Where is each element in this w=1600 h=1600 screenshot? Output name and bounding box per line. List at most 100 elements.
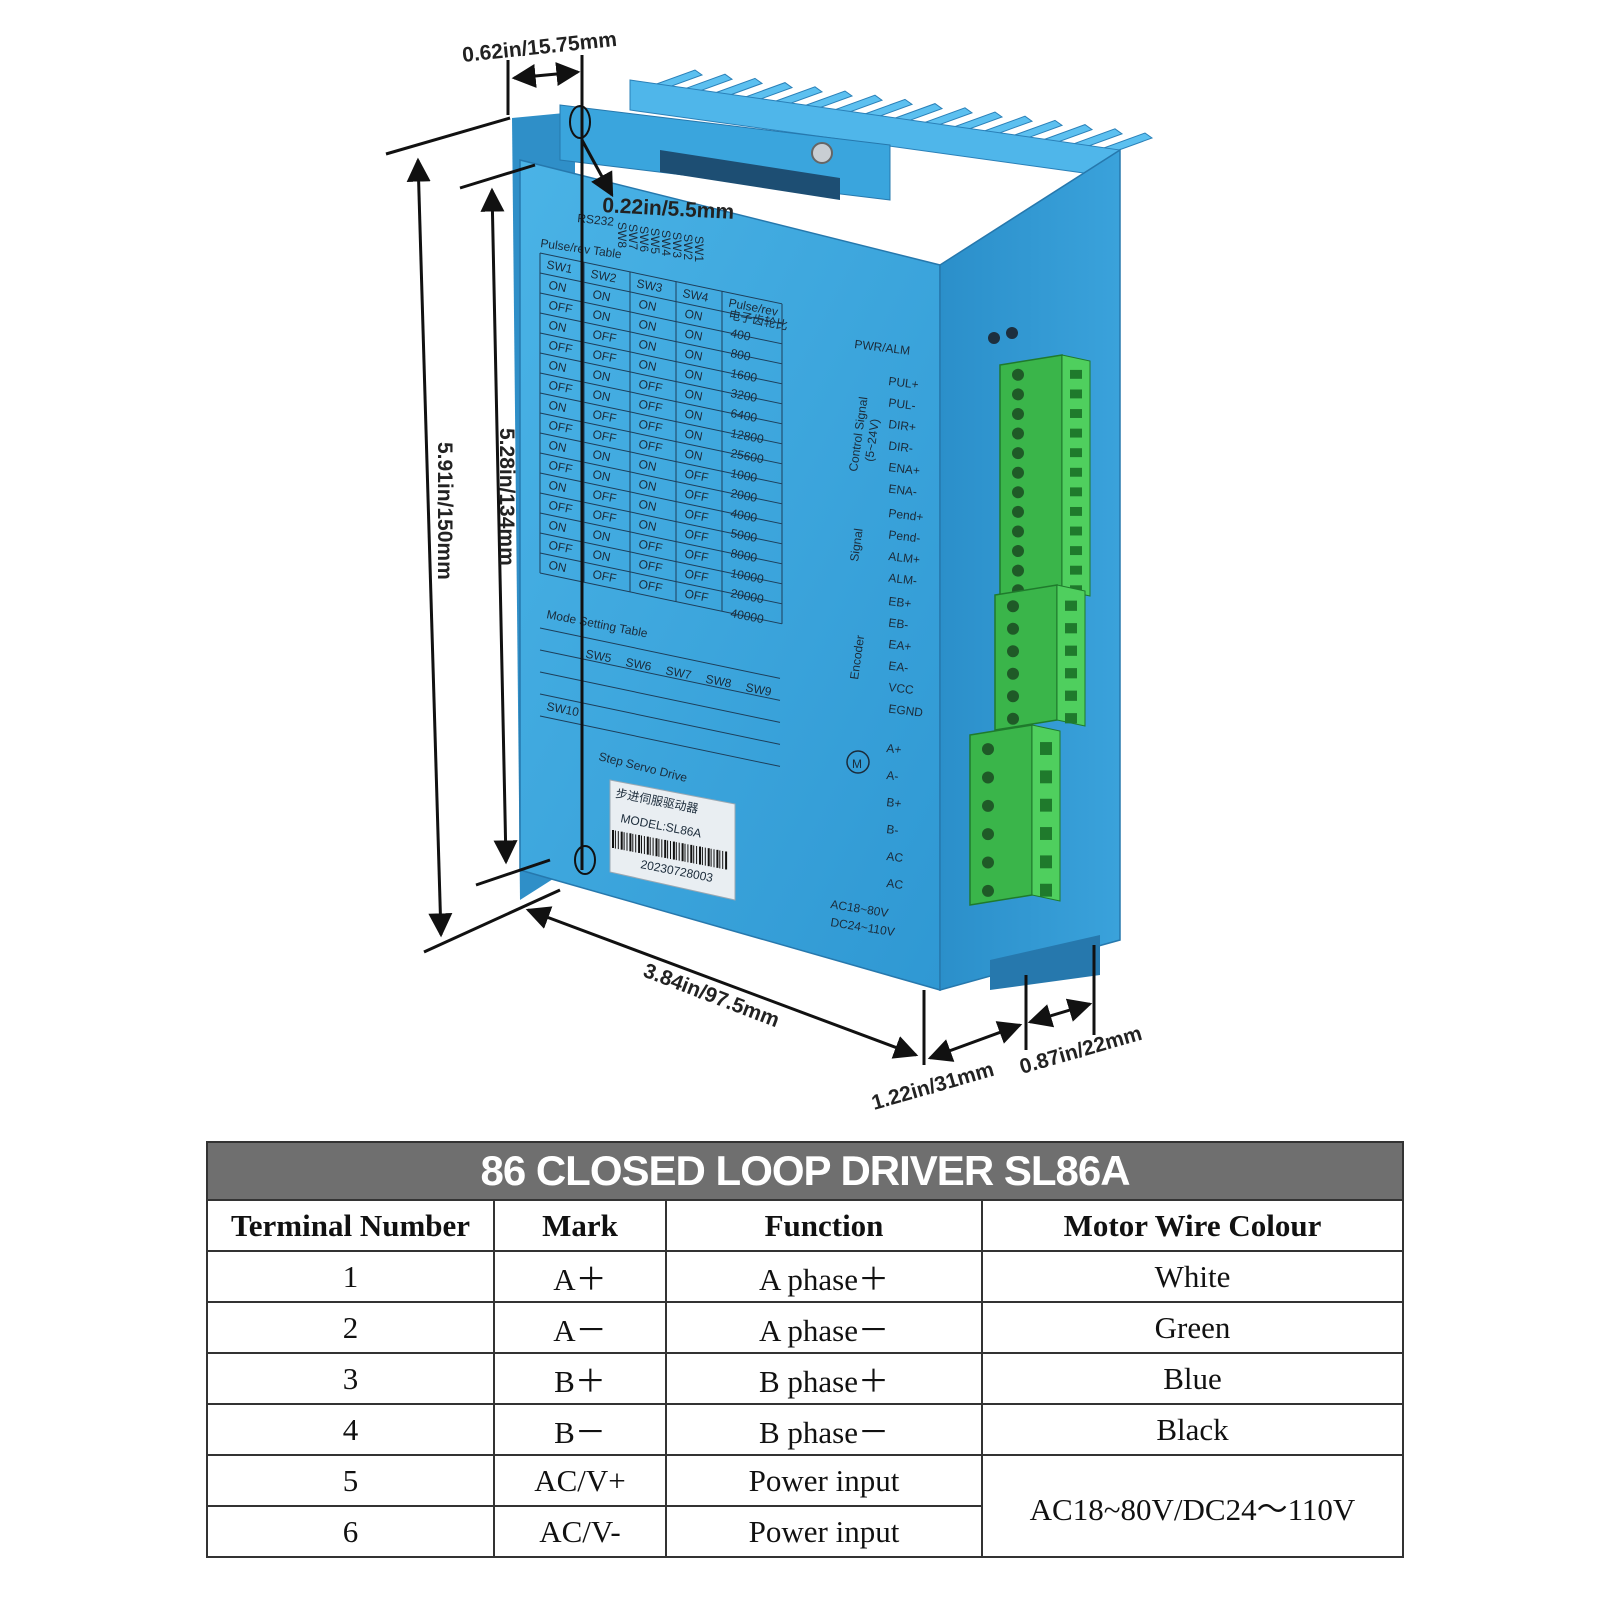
pin-label: PUL+ bbox=[888, 374, 920, 392]
pulse-cell: ON bbox=[637, 357, 657, 374]
pulse-cell: OFF bbox=[637, 377, 663, 395]
pulse-cell: ON bbox=[637, 297, 657, 314]
pulse-header: SW1 bbox=[545, 257, 574, 276]
pulse-cell: 8000 bbox=[729, 546, 758, 565]
table-title: 86 CLOSED LOOP DRIVER SL86A bbox=[206, 1141, 1404, 1199]
motor-pin-label: B- bbox=[886, 822, 900, 837]
pulse-cell: ON bbox=[591, 447, 611, 464]
pulse-cell: ON bbox=[547, 558, 567, 575]
pulse-cell: 400 bbox=[729, 326, 752, 344]
top-screw bbox=[811, 142, 833, 164]
pulse-cell: ON bbox=[547, 398, 567, 415]
port-label: RS232 bbox=[577, 211, 615, 229]
header-motor-wire-colour: Motor Wire Colour bbox=[981, 1199, 1404, 1252]
mounting-hole-bottom bbox=[574, 845, 596, 875]
pulse-cell: ON bbox=[683, 366, 703, 383]
pulse-cell: OFF bbox=[637, 437, 663, 455]
table-row: 1 A＋ A phase＋ White bbox=[206, 1250, 1404, 1303]
cell-mark: AC/V+ bbox=[493, 1454, 667, 1507]
pin-label: DIR+ bbox=[888, 417, 917, 434]
pulse-cell: ON bbox=[683, 426, 703, 443]
mode-header: SW8 bbox=[704, 672, 733, 691]
group-control-sub: (5~24V) bbox=[862, 418, 882, 463]
cell-terminal-number: 5 bbox=[206, 1454, 495, 1507]
sw10-label: SW10 bbox=[545, 699, 580, 719]
pin-label: ENA- bbox=[888, 482, 918, 499]
mode-table-grid bbox=[539, 627, 781, 767]
switch-label: SW5 bbox=[648, 228, 662, 254]
pulse-cell: OFF bbox=[637, 557, 663, 575]
cell-terminal-number: 2 bbox=[206, 1301, 495, 1354]
cell-mark: B－ bbox=[493, 1403, 667, 1456]
pulse-cell: OFF bbox=[547, 338, 573, 356]
pulse-cell: ON bbox=[637, 337, 657, 354]
pulse-cell: ON bbox=[591, 527, 611, 544]
cell-function: A phase＋ bbox=[665, 1250, 983, 1303]
terminal-screw bbox=[1012, 368, 1024, 381]
pulse-cell: ON bbox=[683, 406, 703, 423]
pulse-cell: ON bbox=[547, 358, 567, 375]
dimension-lines bbox=[385, 55, 1096, 1065]
terminal-screw bbox=[982, 828, 994, 841]
motor-pin-label: B+ bbox=[886, 795, 903, 811]
pulse-cell: ON bbox=[637, 457, 657, 474]
group-encoder-label: Encoder bbox=[847, 634, 867, 680]
table-row: 6 AC/V- Power input bbox=[206, 1505, 1403, 1558]
motor-pin-label: A+ bbox=[886, 741, 903, 757]
cell-power-range: AC18~80V/DC24～110V bbox=[981, 1454, 1404, 1558]
pulse-cell: ON bbox=[547, 438, 567, 455]
model-sticker bbox=[609, 779, 736, 901]
terminal-screw bbox=[1012, 388, 1024, 401]
table-header-row: Terminal Number Mark Function Motor Wire… bbox=[206, 1199, 1404, 1252]
pulse-cell: OFF bbox=[591, 407, 617, 425]
pulse-cell: ON bbox=[683, 386, 703, 403]
pin-label: EA- bbox=[888, 659, 910, 675]
cell-mark: AC/V- bbox=[493, 1505, 667, 1558]
terminal-block-control bbox=[999, 354, 1091, 601]
terminal-screw bbox=[1012, 486, 1024, 499]
motor-pin-label: A- bbox=[886, 768, 900, 783]
pulse-cell: ON bbox=[547, 518, 567, 535]
pulse-cell: OFF bbox=[683, 586, 709, 604]
pulse-cell: OFF bbox=[637, 577, 663, 595]
pulse-cell: ON bbox=[591, 467, 611, 484]
mode-header: SW6 bbox=[624, 655, 653, 674]
pulse-cell: ON bbox=[683, 326, 703, 343]
pulse-cell: 1000 bbox=[729, 466, 758, 485]
pulse-cell: OFF bbox=[683, 566, 709, 584]
pulse-cell: OFF bbox=[637, 537, 663, 555]
pulse-cell: ON bbox=[547, 318, 567, 335]
pulse-cell: 25600 bbox=[729, 446, 765, 466]
terminal-screw bbox=[1012, 525, 1024, 538]
pulse-cell: OFF bbox=[547, 498, 573, 516]
terminal-screw bbox=[1012, 564, 1024, 577]
cell-terminal-number: 1 bbox=[206, 1250, 495, 1303]
pulse-cell: OFF bbox=[683, 546, 709, 564]
pulse-cell: 12800 bbox=[729, 426, 765, 446]
pwr-alm-label: PWR/ALM bbox=[854, 337, 911, 358]
power-led bbox=[988, 332, 1000, 344]
switch-label: SW3 bbox=[670, 232, 684, 258]
pulse-cell: OFF bbox=[637, 397, 663, 415]
pulse-cell: ON bbox=[637, 497, 657, 514]
pulse-cell: ON bbox=[591, 307, 611, 324]
pulse-cell: OFF bbox=[683, 526, 709, 544]
terminal-screw bbox=[1007, 645, 1019, 658]
switch-label: SW6 bbox=[637, 226, 651, 252]
mode-header: SW9 bbox=[744, 680, 773, 699]
pulse-cell: OFF bbox=[591, 347, 617, 365]
header-terminal-number: Terminal Number bbox=[206, 1199, 495, 1252]
pulse-cell: OFF bbox=[637, 417, 663, 435]
switch-label: SW7 bbox=[626, 224, 640, 250]
pin-label: EB- bbox=[888, 616, 910, 632]
terminal-screw bbox=[1007, 690, 1019, 703]
cell-function: Power input bbox=[665, 1454, 983, 1507]
pulse-cell: OFF bbox=[591, 327, 617, 345]
pulse-cell: 4000 bbox=[729, 506, 758, 525]
switch-label: SW8 bbox=[615, 222, 629, 248]
pulse-cell: OFF bbox=[591, 427, 617, 445]
pulse-header: SW2 bbox=[589, 267, 618, 286]
cell-wire-colour: White bbox=[981, 1250, 1404, 1303]
